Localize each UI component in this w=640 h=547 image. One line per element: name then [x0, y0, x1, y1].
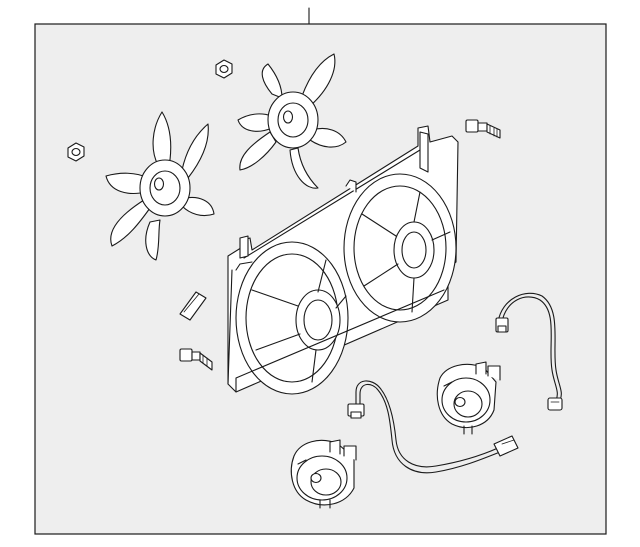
wiring-harness-lower [347, 380, 519, 474]
fan-blade-left [105, 111, 215, 261]
nut-left [67, 142, 85, 162]
wiring-harness-upper [495, 292, 563, 411]
nut-top [215, 59, 233, 79]
fan-motor-lower [290, 439, 357, 509]
bolt-left [179, 348, 213, 371]
fan-blade-right [237, 53, 347, 189]
clip [179, 291, 207, 321]
fan-motor-upper [436, 361, 501, 435]
fan-shroud [227, 125, 459, 395]
bolt-top-right [465, 119, 501, 139]
